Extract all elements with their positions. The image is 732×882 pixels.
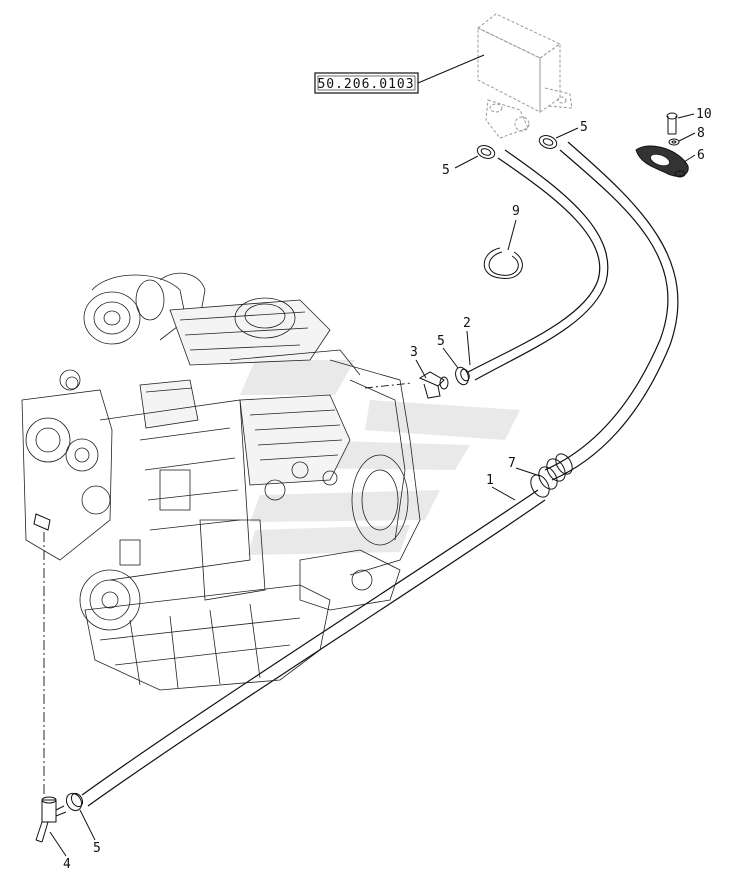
callout-9[interactable]: 9 xyxy=(507,204,520,251)
drain-leader xyxy=(33,513,51,795)
callout-label-6: 6 xyxy=(697,148,705,163)
callout-1[interactable]: 1 xyxy=(486,473,516,501)
drain-valve xyxy=(35,796,67,843)
hose-outer xyxy=(81,141,679,807)
callout-7[interactable]: 7 xyxy=(508,456,541,477)
callout-5-top-left[interactable]: 5 xyxy=(442,155,479,178)
engine-assembly xyxy=(21,272,421,691)
hose-clamp-top-left xyxy=(476,145,496,159)
callout-label-1: 1 xyxy=(486,473,494,488)
coupling xyxy=(530,453,573,498)
callout-label-5a: 5 xyxy=(580,120,588,135)
callout-10[interactable]: 10 xyxy=(677,107,712,122)
callout-2[interactable]: 2 xyxy=(463,316,471,366)
callout-label-5b: 5 xyxy=(442,163,450,178)
hose-inner xyxy=(467,149,609,381)
callout-label-4: 4 xyxy=(63,857,71,872)
washer xyxy=(668,138,680,146)
callout-5-mid[interactable]: 5 xyxy=(437,334,459,369)
callout-label-3: 3 xyxy=(410,345,418,360)
callout-5-top-right[interactable]: 5 xyxy=(555,120,588,139)
callout-5-bottom[interactable]: 5 xyxy=(79,809,101,856)
reference-label: 50.206.0103 xyxy=(317,77,414,92)
hose-clamp-top-right xyxy=(538,135,558,149)
callout-label-5c: 5 xyxy=(437,334,445,349)
hose-clamp-mid xyxy=(455,366,470,386)
callout-4[interactable]: 4 xyxy=(49,831,71,872)
elbow-fitting xyxy=(418,371,449,399)
callout-label-5d: 5 xyxy=(93,841,101,856)
callout-6[interactable]: 6 xyxy=(683,148,705,163)
bolt xyxy=(666,112,678,135)
callout-label-10: 10 xyxy=(696,107,712,122)
reference-box[interactable]: 50.206.0103 xyxy=(314,54,485,94)
p-clamp-bracket xyxy=(635,145,689,178)
ecu-module xyxy=(477,13,573,139)
callout-label-2: 2 xyxy=(463,316,471,331)
callout-3[interactable]: 3 xyxy=(410,345,427,379)
callout-8[interactable]: 8 xyxy=(678,126,705,142)
callout-label-8: 8 xyxy=(697,126,705,141)
callout-label-7: 7 xyxy=(508,456,516,471)
retaining-ring xyxy=(483,247,523,279)
elbow-leader xyxy=(364,382,413,389)
hose-clamp-bottom xyxy=(65,792,84,812)
callout-label-9: 9 xyxy=(512,204,520,219)
